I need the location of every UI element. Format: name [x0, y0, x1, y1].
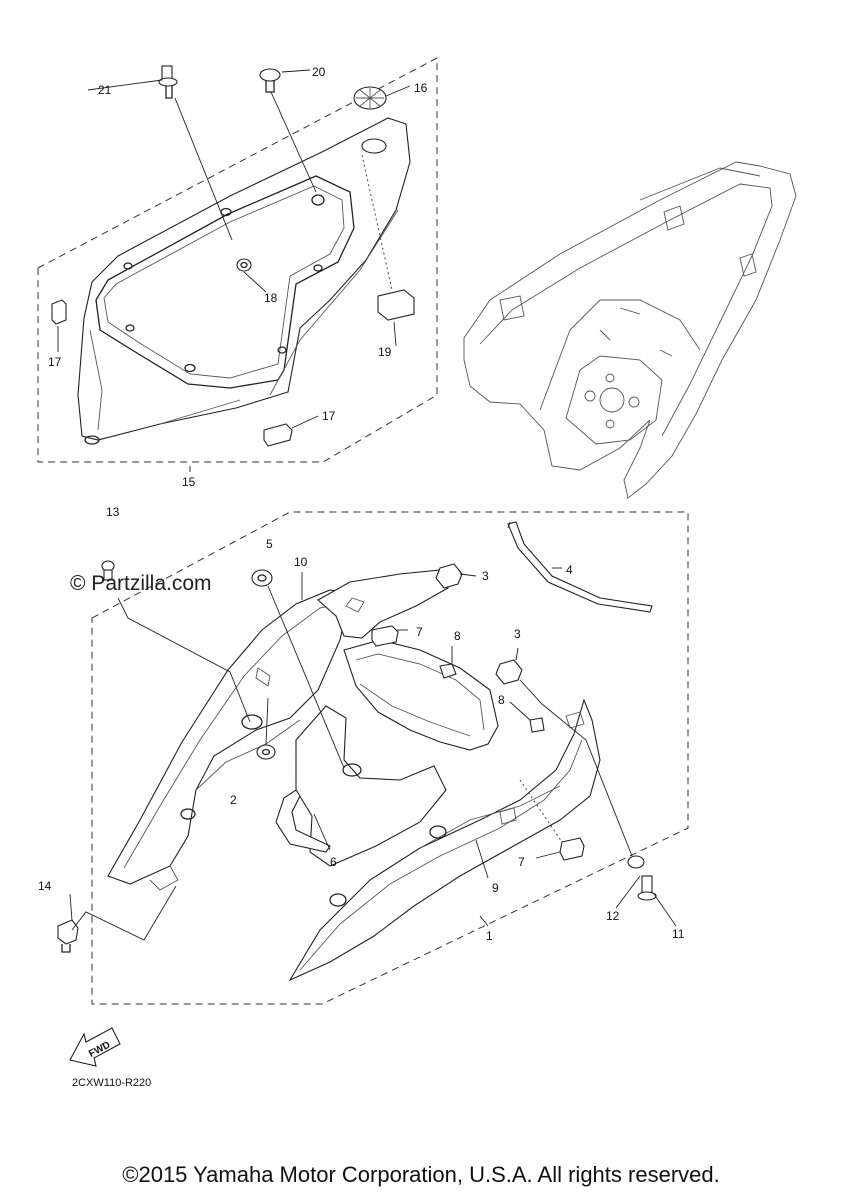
fwd-arrow-icon: FWD [69, 1027, 121, 1067]
callout-14: 14 [38, 879, 52, 893]
diagram-code: 2CXW110-R220 [72, 1077, 151, 1089]
copyright-notice: ©2015 Yamaha Motor Corporation, U.S.A. A… [122, 1162, 720, 1187]
callout-labels: 1 2 3 3 4 5 6 7 7 8 8 9 10 11 12 13 14 1… [38, 65, 685, 943]
rear-cowling-assembly [57, 511, 689, 1005]
side-cover-assembly [37, 57, 438, 472]
callout-2: 2 [230, 793, 237, 807]
callout-19: 19 [378, 345, 392, 359]
callout-15: 15 [182, 475, 196, 489]
callout-11: 11 [672, 927, 685, 941]
callout-17b: 17 [322, 409, 336, 423]
partzilla-watermark: © Partzilla.com [70, 572, 212, 595]
callout-9: 9 [492, 881, 499, 895]
callout-20: 20 [312, 65, 326, 79]
callout-18: 18 [264, 291, 278, 305]
callout-8a: 8 [454, 629, 461, 643]
callout-3a: 3 [482, 569, 489, 583]
callout-8b: 8 [498, 693, 505, 707]
callout-10: 10 [294, 555, 308, 569]
callout-3b: 3 [514, 627, 521, 641]
callout-6: 6 [330, 855, 337, 869]
callout-12: 12 [606, 909, 620, 923]
callout-1: 1 [486, 929, 493, 943]
callout-16: 16 [414, 81, 428, 95]
callout-13: 13 [106, 505, 120, 519]
callout-21: 21 [98, 83, 112, 97]
frame-reference-outline [463, 161, 797, 499]
callout-5: 5 [266, 537, 273, 551]
callout-17a: 17 [48, 355, 62, 369]
callout-7b: 7 [518, 855, 525, 869]
callout-4: 4 [566, 563, 573, 577]
callout-7a: 7 [416, 625, 423, 639]
